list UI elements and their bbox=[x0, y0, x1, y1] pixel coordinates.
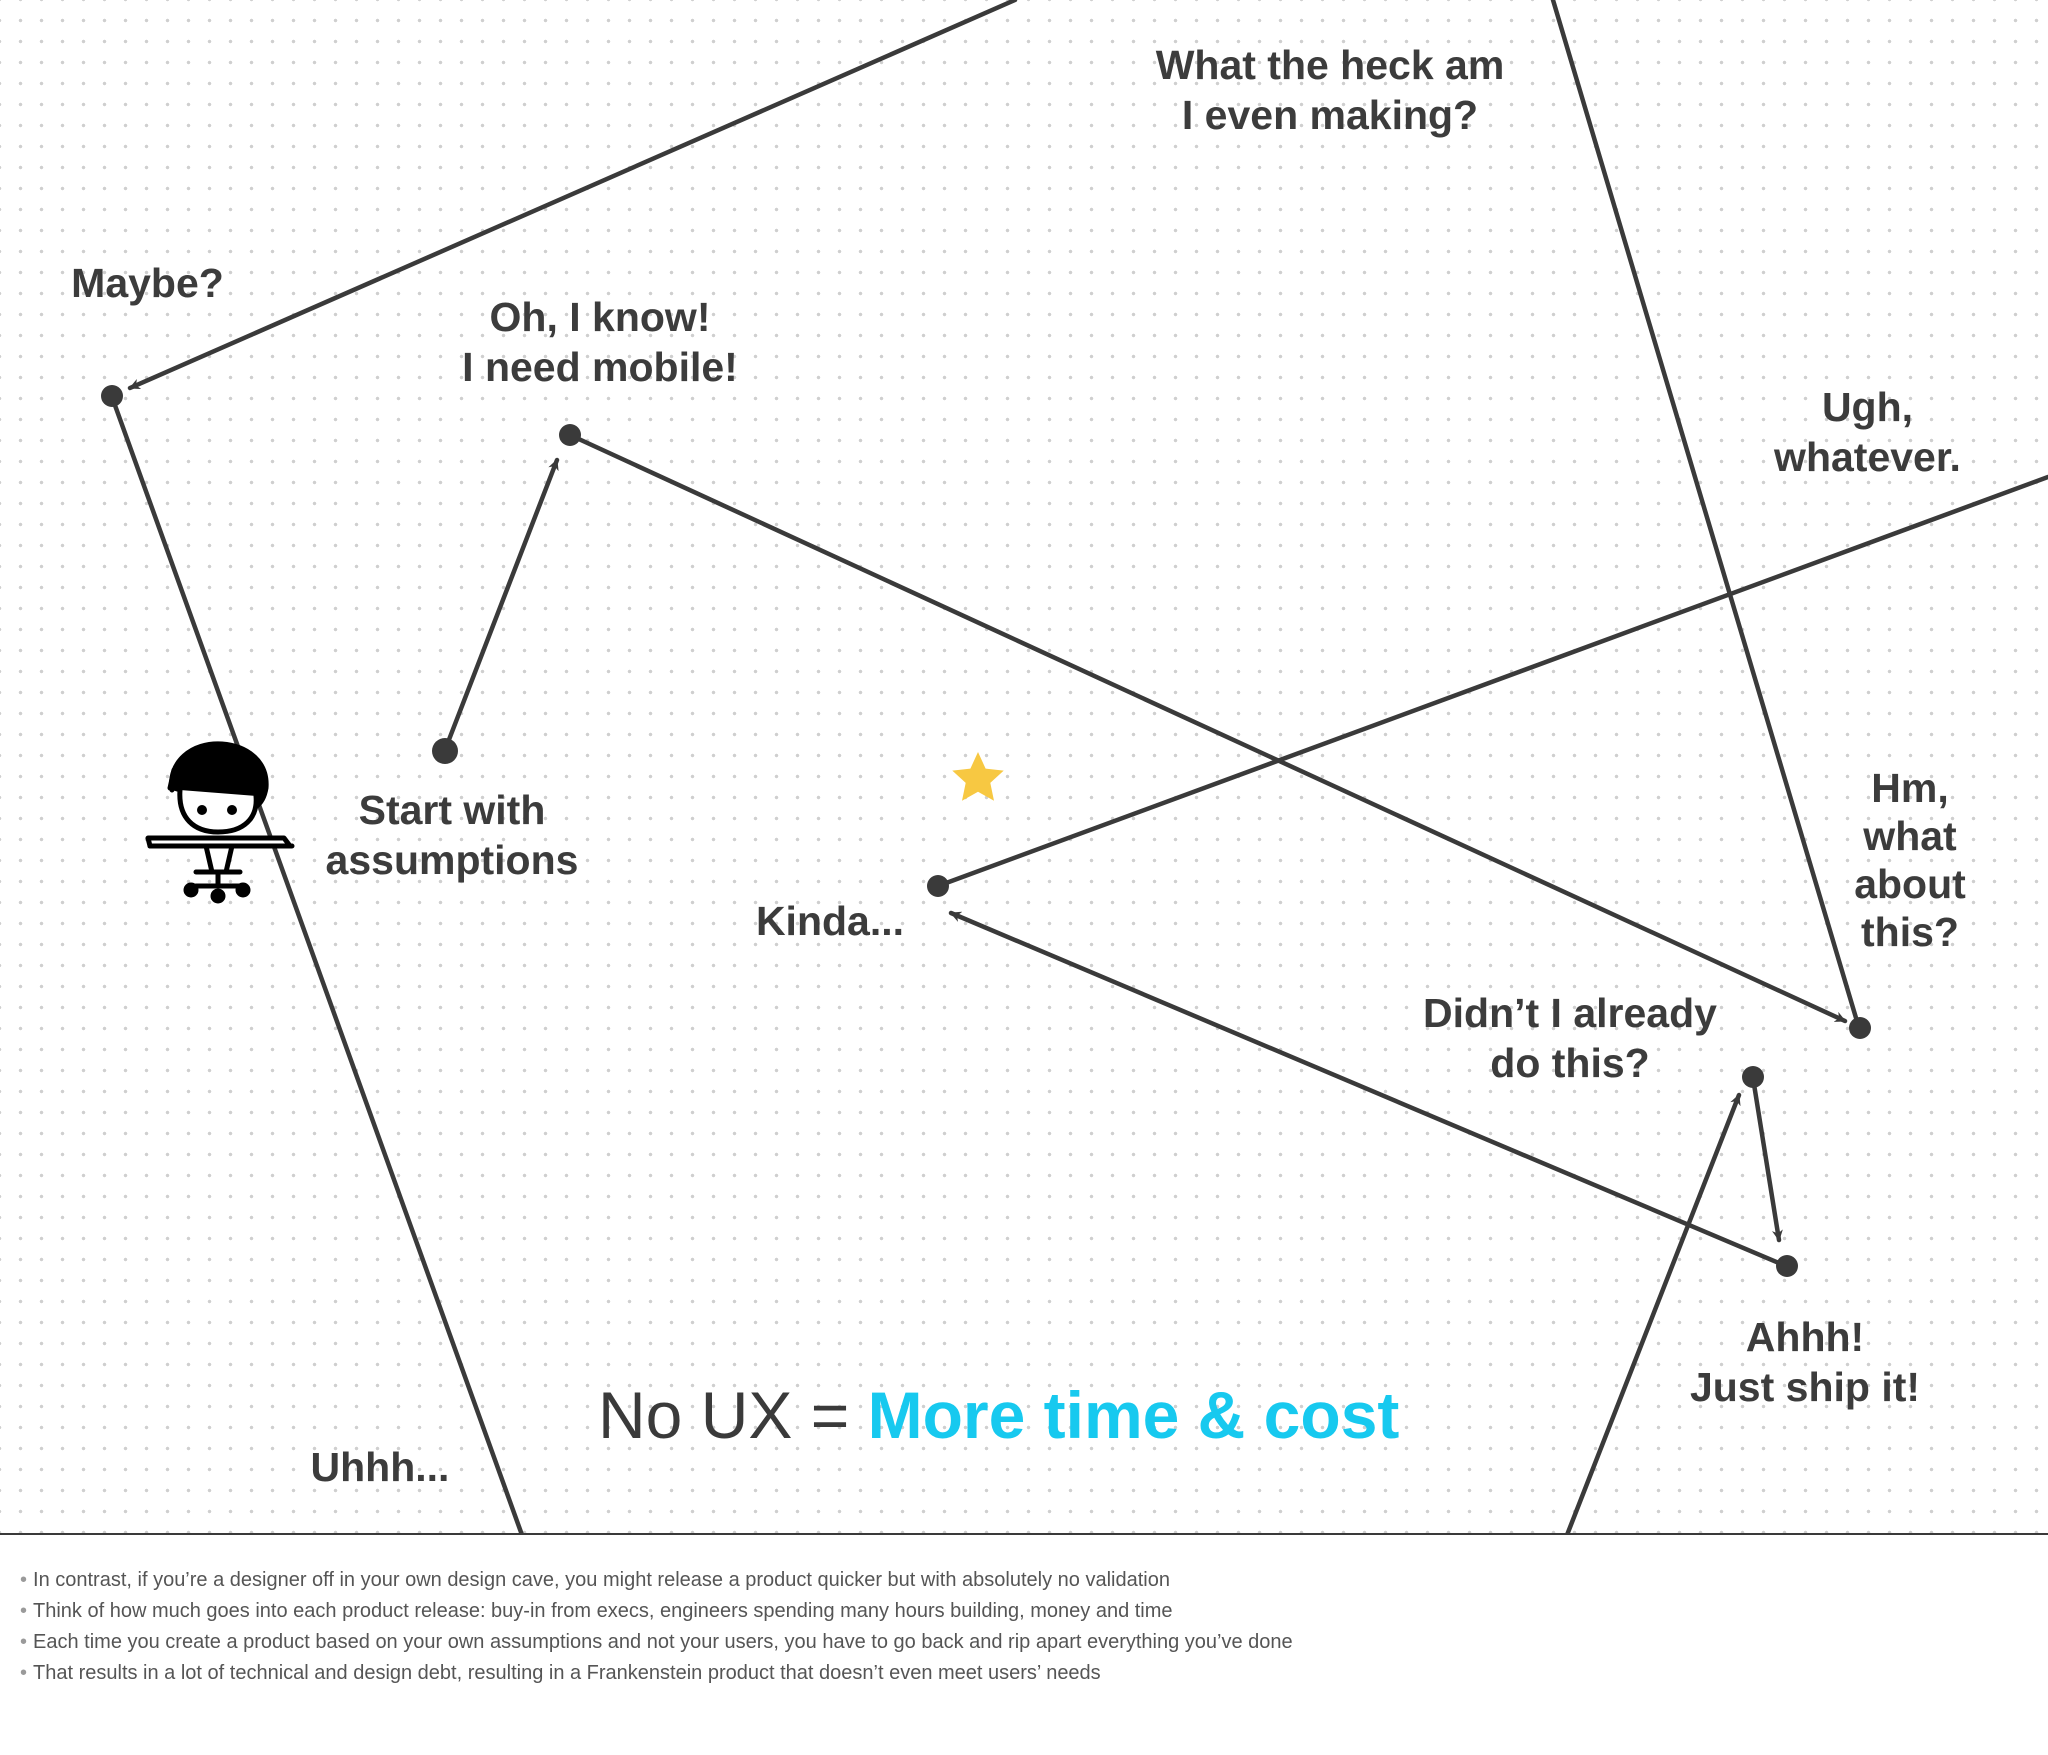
diagram-slide: What the heck am I even making? Maybe? O… bbox=[0, 0, 2048, 1535]
path-segment-didnt-to-shipit bbox=[1750, 1075, 1783, 1243]
path-segment-top-to-hm bbox=[1550, 0, 1862, 1031]
node-maybe bbox=[101, 385, 123, 407]
label-hm-what-about-this: Hm, what about this? bbox=[1854, 765, 1966, 955]
star-icon bbox=[952, 752, 1004, 801]
label-what-the-heck: What the heck am I even making? bbox=[1155, 42, 1505, 138]
note-item: In contrast, if you’re a designer off in… bbox=[20, 1565, 1293, 1596]
label-uhhh: Uhhh... bbox=[310, 1444, 450, 1490]
node-shipit bbox=[1776, 1255, 1798, 1277]
label-start-with-assumptions: Start with assumptions bbox=[325, 787, 579, 883]
label-maybe: Maybe? bbox=[71, 260, 224, 306]
path-segment-kinda-to-right bbox=[935, 474, 2048, 889]
label-kinda: Kinda... bbox=[755, 898, 905, 944]
note-item: That results in a lot of technical and d… bbox=[20, 1658, 1293, 1689]
node-kinda bbox=[927, 875, 949, 897]
label-ugh-whatever: Ugh, whatever. bbox=[1774, 384, 1961, 480]
headline-accent: More time & cost bbox=[867, 1378, 1400, 1452]
path-diagram bbox=[101, 0, 2048, 1533]
designer-at-desk-icon bbox=[145, 741, 295, 904]
path-segment-shipit-to-kinda bbox=[948, 910, 1789, 1269]
headline: No UX = More time & cost bbox=[598, 1375, 1399, 1455]
node-start bbox=[432, 738, 458, 764]
headline-prefix: No UX = bbox=[598, 1378, 868, 1452]
note-item: Think of how much goes into each product… bbox=[20, 1596, 1293, 1627]
path-segment-top-to-maybe bbox=[127, 0, 1018, 391]
node-didnt bbox=[1742, 1066, 1764, 1088]
label-oh-i-know: Oh, I know! I need mobile! bbox=[462, 294, 738, 390]
path-segment-maybe-to-bottom bbox=[109, 394, 524, 1533]
path-segment-bottom-to-didnt bbox=[1565, 1092, 1742, 1533]
label-didnt-i-already: Didn’t I already do this? bbox=[1423, 990, 1717, 1086]
node-hm bbox=[1849, 1017, 1871, 1039]
speaker-notes: In contrast, if you’re a designer off in… bbox=[20, 1565, 1293, 1689]
label-ahhh-just-ship-it: Ahhh! Just ship it! bbox=[1689, 1314, 1921, 1410]
node-mobile bbox=[559, 424, 581, 446]
path-segment-start-to-mobile bbox=[442, 457, 560, 753]
note-item: Each time you create a product based on … bbox=[20, 1627, 1293, 1658]
path-segment-mobile-to-hm bbox=[567, 432, 1848, 1024]
